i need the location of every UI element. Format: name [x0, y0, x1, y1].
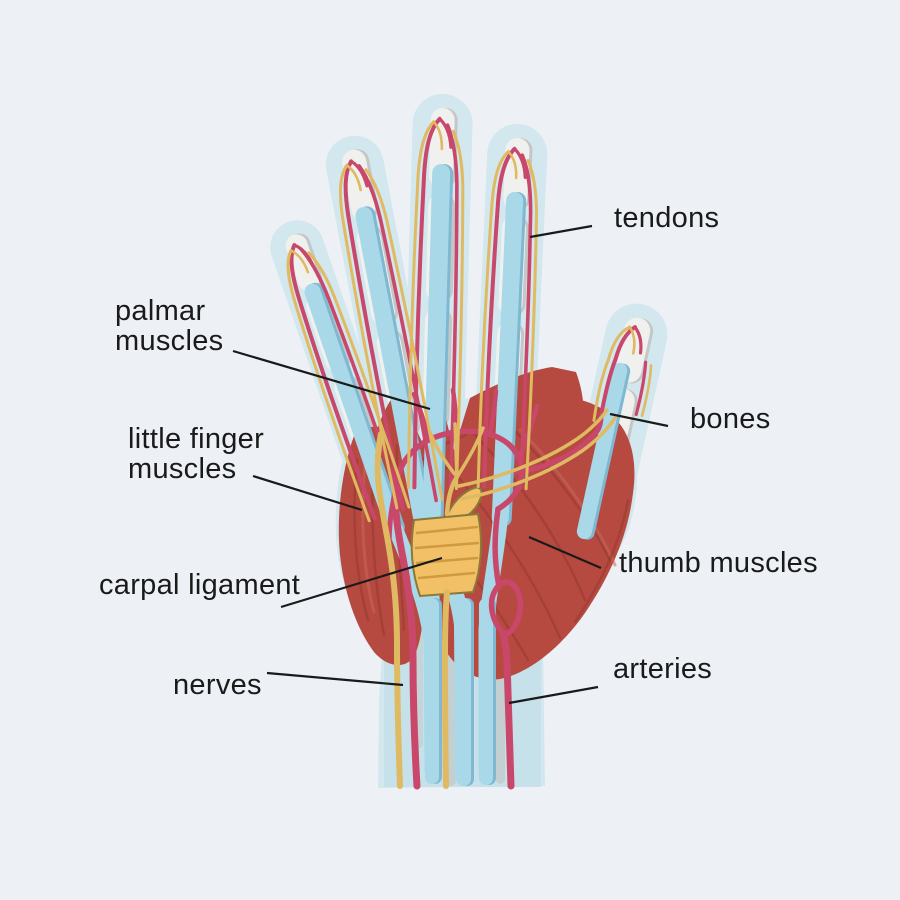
label-nerves-text: nerves: [173, 669, 262, 701]
leader-line-palmar-muscles: [232, 349, 431, 411]
arteries-layer: [289, 116, 648, 790]
leader-line-carpal-ligament: [280, 556, 443, 609]
label-bones-text: bones: [690, 403, 771, 435]
label-thumb-muscles-text: thumb muscles: [619, 547, 818, 579]
leader-lines: [232, 224, 669, 705]
leader-line-tendons: [529, 224, 593, 239]
label-tendons: tendons: [614, 203, 719, 233]
nerves-layer: [286, 120, 653, 789]
leader-line-nerves: [266, 671, 404, 687]
leader-line-thumb-muscles: [528, 535, 602, 570]
label-little-finger-muscles: little finger muscles: [128, 424, 264, 484]
label-palmar-muscles: palmar muscles: [115, 296, 223, 356]
label-little-finger-muscles-line1: little finger: [128, 423, 265, 455]
label-nerves: nerves: [173, 670, 262, 700]
label-palmar-muscles-line2: muscles: [115, 325, 224, 357]
label-carpal-ligament: carpal ligament: [99, 570, 300, 600]
leader-line-arteries: [508, 685, 599, 705]
leader-line-little-finger-muscles: [252, 474, 363, 512]
label-arteries: arteries: [613, 654, 712, 684]
label-arteries-text: arteries: [613, 653, 713, 685]
label-palmar-muscles-line1: palmar: [115, 295, 206, 327]
leader-line-bones: [609, 412, 669, 428]
label-little-finger-muscles-line2: muscles: [128, 453, 237, 485]
label-bones: bones: [690, 404, 771, 434]
label-tendons-text: tendons: [614, 202, 720, 234]
label-thumb-muscles: thumb muscles: [619, 548, 818, 578]
label-carpal-ligament-text: carpal ligament: [99, 569, 301, 601]
